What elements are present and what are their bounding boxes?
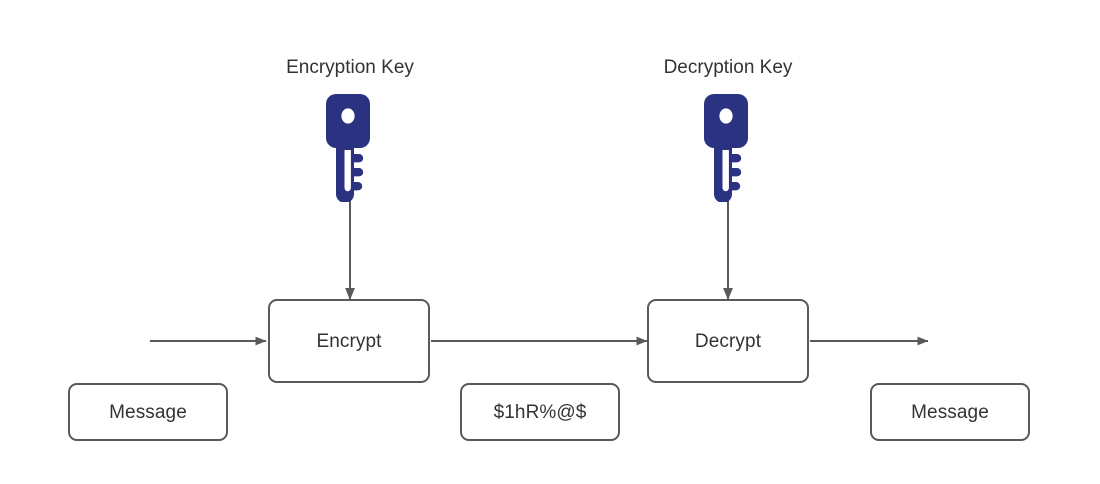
message-output-label: Message <box>911 401 989 423</box>
key-shaft-slot <box>344 150 351 192</box>
encryption-key-label: Encryption Key <box>286 57 414 78</box>
decryption-key-icon <box>700 92 756 202</box>
encrypt-box-label: Encrypt <box>316 330 382 352</box>
key-hole <box>719 108 733 124</box>
encrypt-box[interactable]: Encrypt <box>268 299 430 383</box>
decrypt-box[interactable]: Decrypt <box>647 299 809 383</box>
ciphertext-label: $1hR%@$ <box>493 401 587 423</box>
decryption-key-label: Decryption Key <box>663 57 793 78</box>
message-input-label: Message <box>109 401 187 423</box>
encryption-key-icon <box>322 92 378 202</box>
message-input-box[interactable]: Message <box>68 383 228 441</box>
key-hole <box>341 108 355 124</box>
message-output-box[interactable]: Message <box>870 383 1030 441</box>
decrypt-box-label: Decrypt <box>694 330 762 352</box>
key-shaft-slot <box>722 150 729 192</box>
ciphertext-box[interactable]: $1hR%@$ <box>460 383 620 441</box>
